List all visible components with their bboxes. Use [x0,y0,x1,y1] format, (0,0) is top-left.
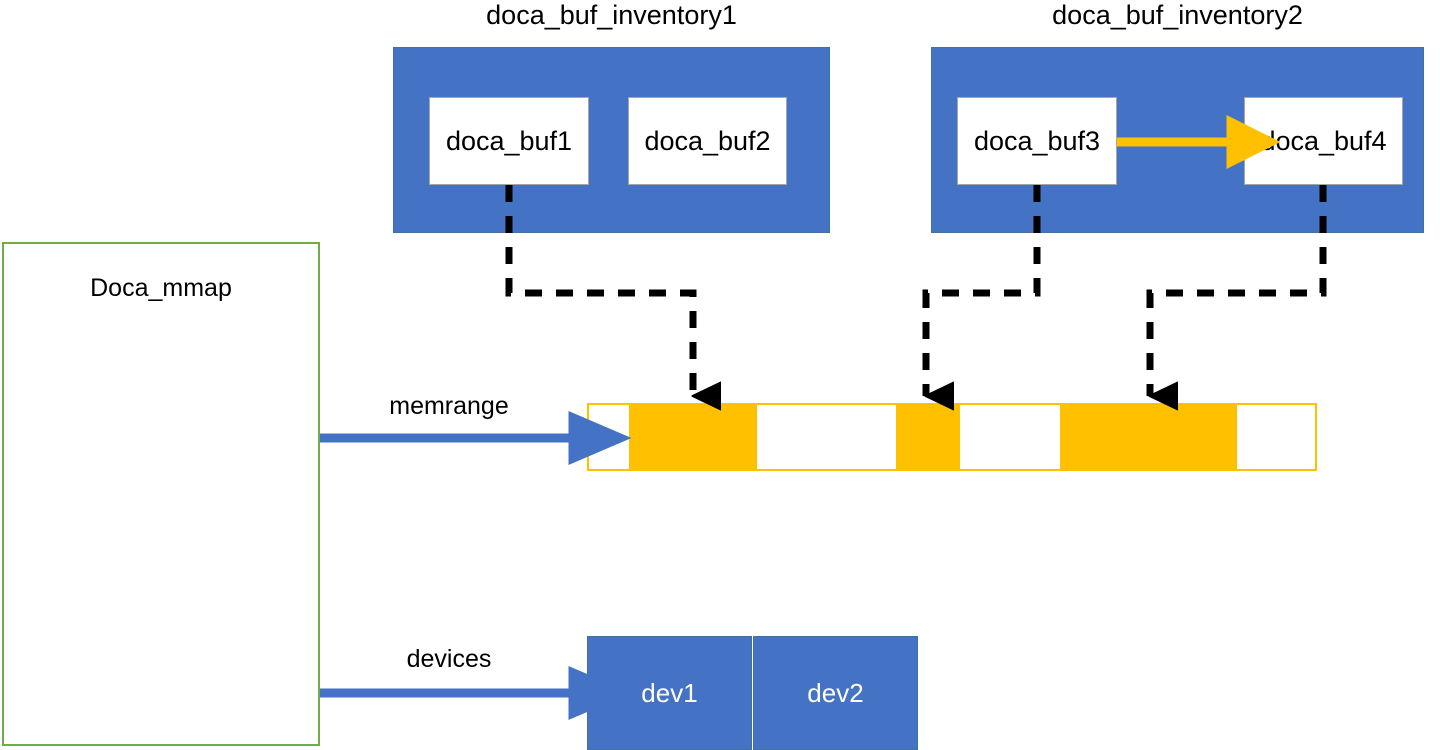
buffer-box-doca-buf4[interactable]: doca_buf4 [1244,97,1403,185]
memrange-bar[interactable] [587,403,1317,471]
buffer-box-doca-buf1[interactable]: doca_buf1 [429,97,589,185]
memrange-segment-allocated-2 [896,405,960,469]
device-box-dev2[interactable]: dev2 [753,636,918,750]
buffer-box-doca-buf3[interactable]: doca_buf3 [957,97,1117,185]
memrange-segment-allocated-3 [1060,405,1237,469]
buffer-box-doca-buf2[interactable]: doca_buf2 [628,97,787,185]
doca-mmap-box[interactable] [2,242,320,746]
memrange-segment-allocated-1 [629,405,757,469]
inventory1-title: doca_buf_inventory1 [486,0,737,30]
inventory2-title: doca_buf_inventory2 [1052,0,1303,30]
memrange-label: memrange [389,392,509,420]
doca-mmap-label: Doca_mmap [90,274,232,302]
devices-label: devices [406,645,492,673]
device-box-dev1[interactable]: dev1 [587,636,752,750]
